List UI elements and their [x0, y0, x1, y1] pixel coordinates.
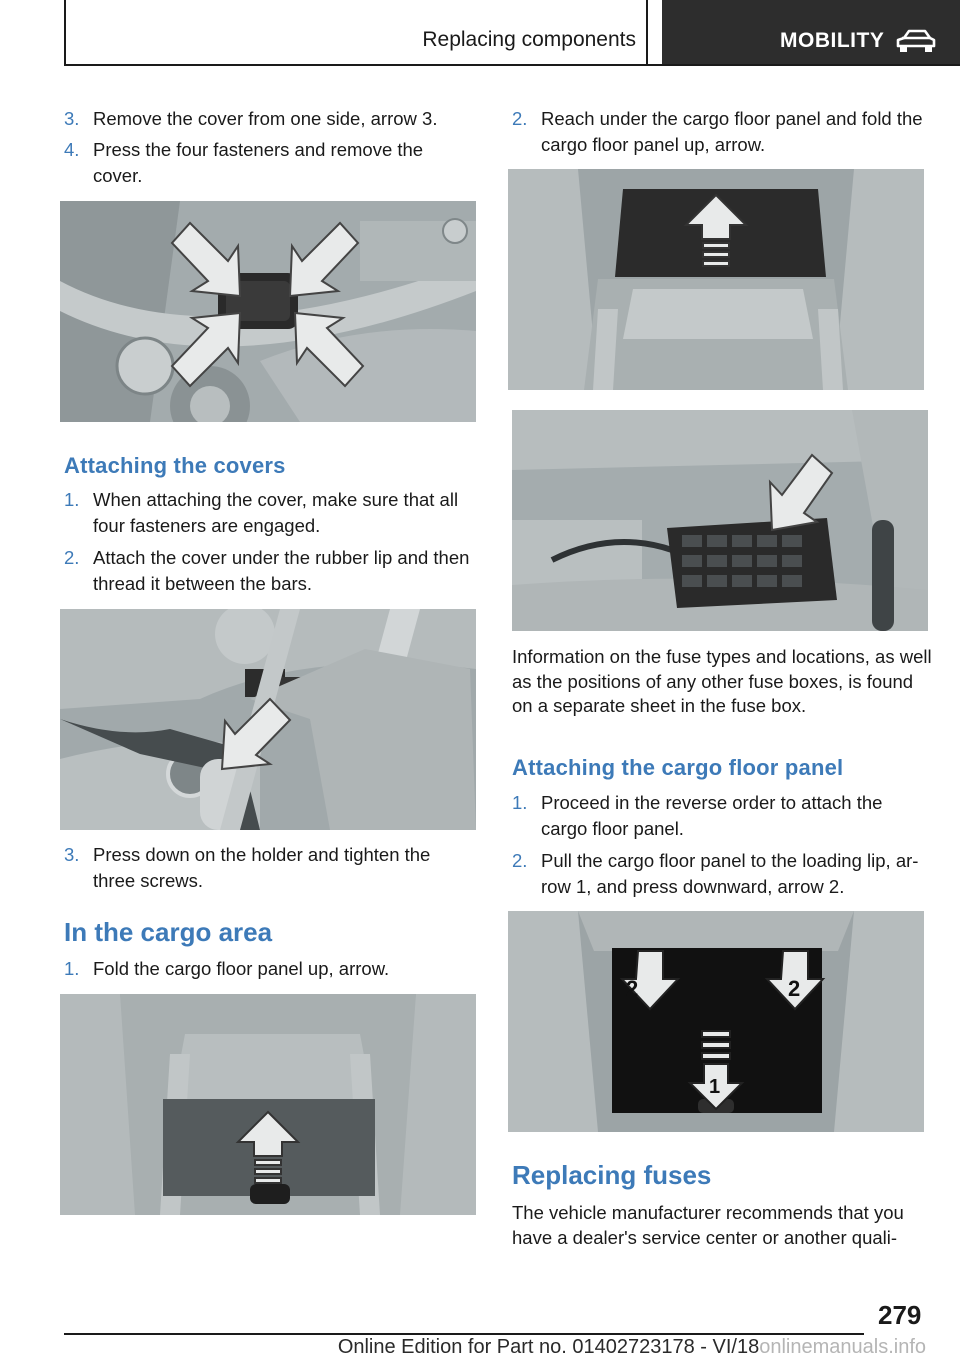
step-text: Press the four fasteners and remove the … — [93, 139, 424, 186]
watermark: onlinemanuals.info — [759, 1336, 926, 1358]
header-rule — [64, 64, 960, 66]
arrow-label-2-left: 2 — [626, 976, 638, 1001]
step-number: 2. — [64, 547, 80, 568]
page-number: 279 — [878, 1300, 922, 1330]
step-number: 3. — [64, 108, 80, 129]
cargo-area-heading: In the cargo area — [64, 917, 273, 947]
step-text: Attach the cover under the rubber lip an… — [93, 547, 470, 594]
holder-photo — [60, 609, 476, 830]
header-section-tab — [64, 0, 648, 64]
attaching-cargo-panel-heading: Attaching the cargo floor panel — [512, 755, 844, 780]
replacing-fuses-paragraph: The vehicle manufacturer recommends that… — [512, 1202, 904, 1248]
footer-rule — [64, 1333, 864, 1335]
step-number: 1. — [512, 792, 528, 813]
cover-fasteners-photo — [60, 201, 476, 422]
replacing-fuses-heading: Replacing fuses — [512, 1160, 712, 1190]
step-text: Proceed in the reverse order to attach t… — [541, 792, 883, 839]
step-text: Pull the cargo floor panel to the loadin… — [541, 850, 919, 897]
header-category-tab: MOBILITY — [662, 0, 960, 64]
edition-text: Online Edition for Part no. 01402723178 … — [337, 1336, 760, 1358]
cargo-panel-raised-photo — [508, 169, 924, 390]
step-number: 4. — [64, 139, 80, 160]
header-category-label: MOBILITY — [780, 29, 885, 52]
footer-edition: Online Edition for Part no. 01402723178 … — [0, 1336, 926, 1359]
step-number: 3. — [64, 844, 80, 865]
step-number: 1. — [64, 489, 80, 510]
fuse-box-photo — [512, 410, 928, 631]
step-number: 2. — [512, 108, 528, 129]
arrow-label-1: 1 — [709, 1076, 720, 1098]
cargo-panel-press-photo: 2 2 1 — [508, 911, 924, 1132]
cargo-floor-photo — [60, 994, 476, 1215]
fuse-info-paragraph: Information on the fuse types and locati… — [512, 646, 932, 716]
step-text: Fold the cargo floor panel up, arrow. — [93, 958, 390, 979]
step-number: 2. — [512, 850, 528, 871]
car-icon — [896, 29, 936, 52]
step-text: Press down on the holder and tighten the… — [93, 844, 431, 891]
arrow-label-2-right: 2 — [788, 976, 800, 1001]
attaching-covers-heading: Attaching the covers — [64, 453, 286, 478]
step-text: Reach under the cargo floor panel and fo… — [541, 108, 923, 155]
step-number: 1. — [64, 958, 80, 979]
header-section-title: Replacing components — [422, 28, 636, 51]
step-text: When attaching the cover, make sure that… — [93, 489, 459, 536]
step-text: Remove the cover from one side, arrow 3. — [93, 108, 438, 129]
